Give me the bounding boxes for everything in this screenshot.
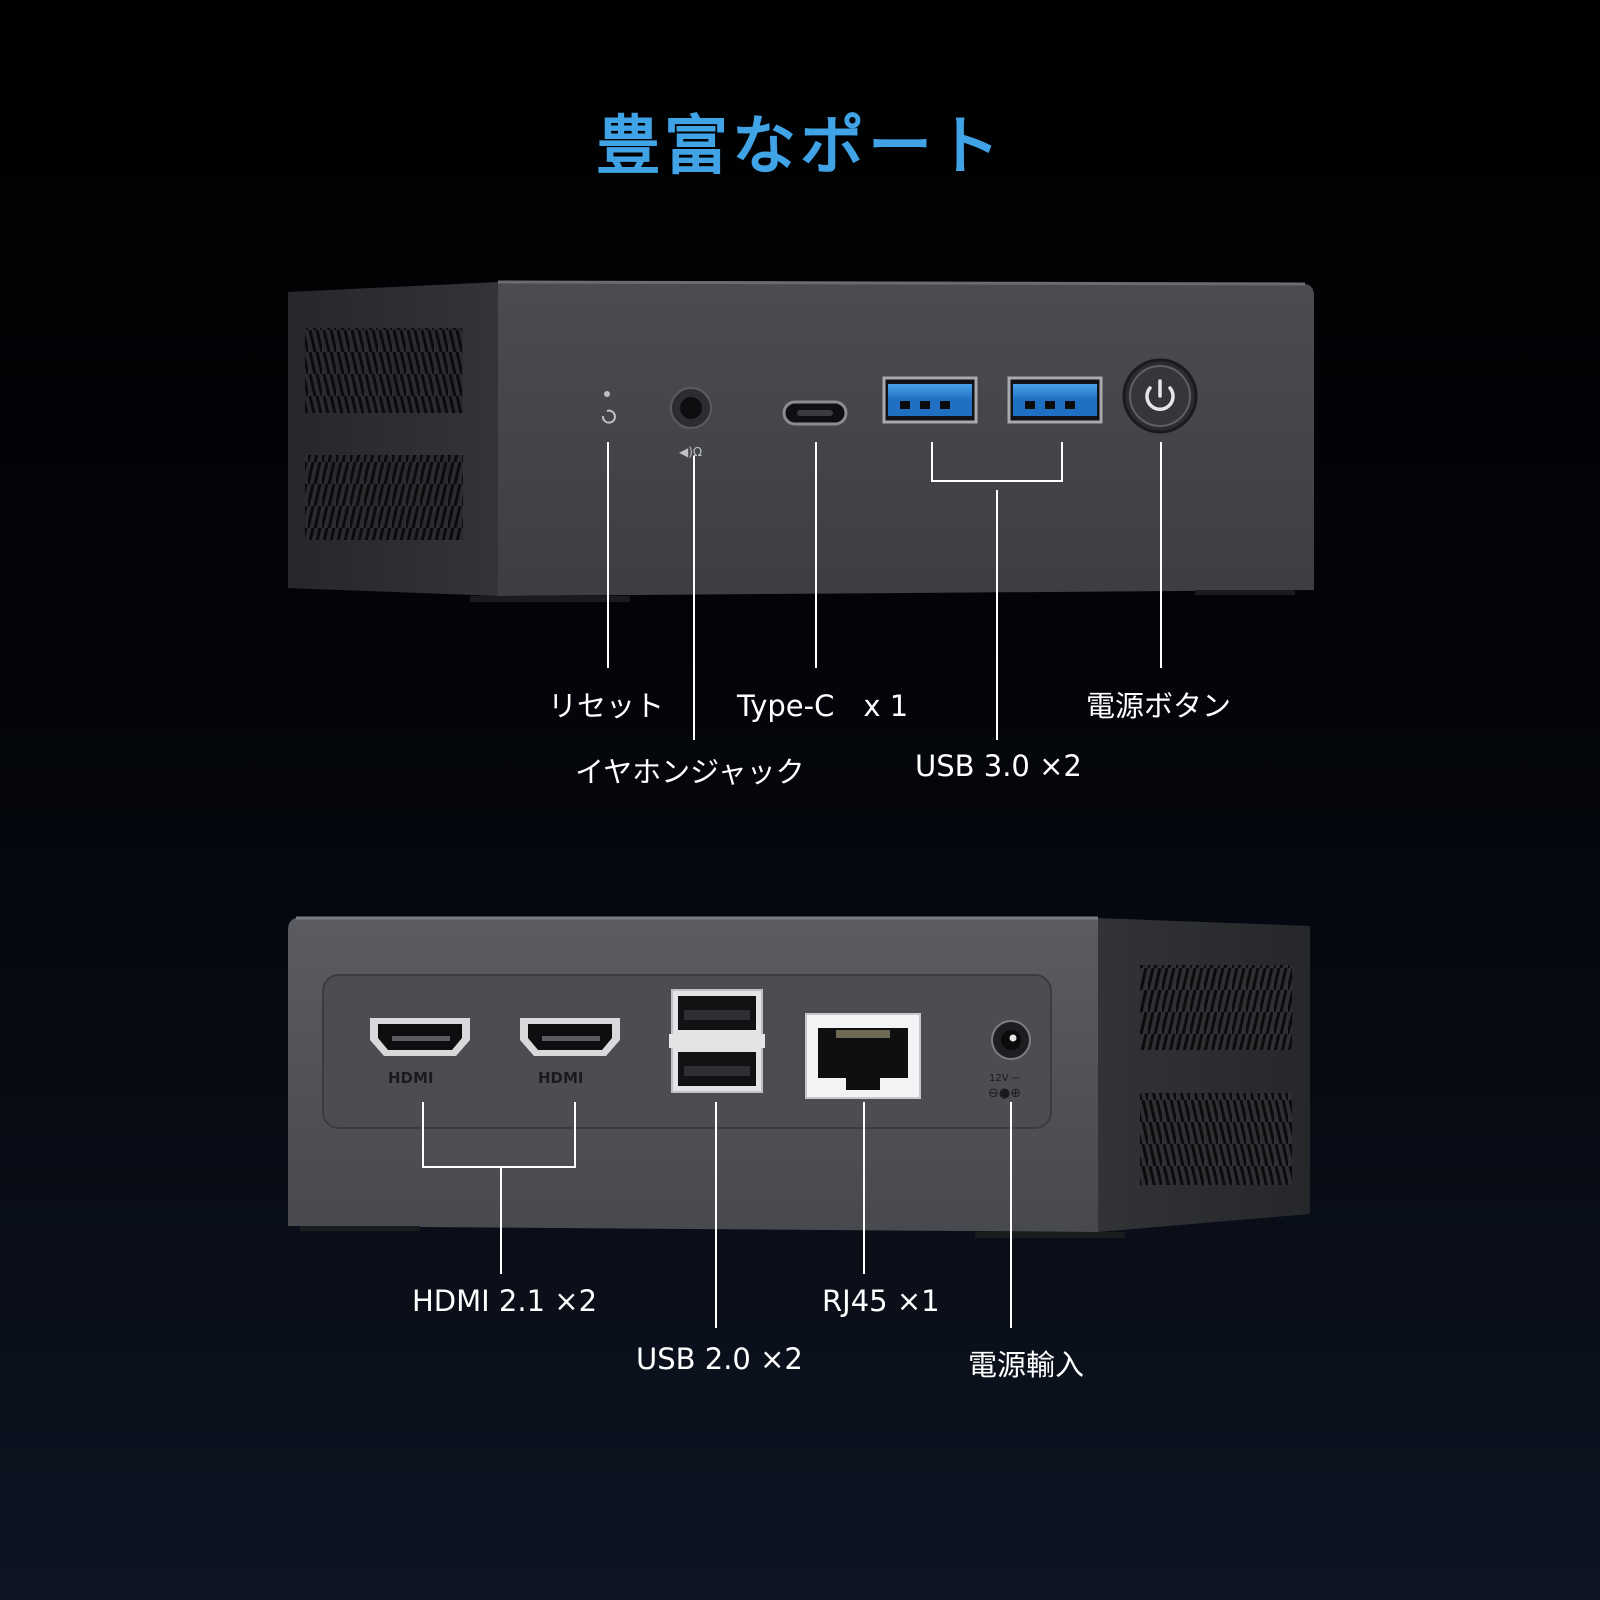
usb3-bracket-bottom <box>931 480 1063 482</box>
usb3-port-icon <box>1007 376 1103 424</box>
dc-jack-icon: 12V ⎓ ⊖●⊕ <box>988 1020 1031 1101</box>
usb3-bracket-left <box>931 442 933 482</box>
usb2-port-icon <box>669 989 765 1093</box>
usb3-bracket-right <box>1061 442 1063 482</box>
reset-icon <box>601 391 616 424</box>
reset-label: リセット <box>548 689 665 723</box>
hdmi-logo: HDMI <box>388 1069 434 1087</box>
hdmi-callout-line <box>500 1168 502 1274</box>
usb3-label: USB 3.0 ×2 <box>915 749 1082 783</box>
rj45-label: RJ45 ×1 <box>822 1284 940 1318</box>
hdmi-bracket-bottom <box>422 1166 576 1168</box>
hdmi-bracket-left <box>422 1102 424 1168</box>
reset-callout-line <box>607 442 609 668</box>
rj45-callout-line <box>863 1102 865 1274</box>
power-icon <box>1122 358 1198 434</box>
vent-grille-icon <box>1140 1093 1292 1185</box>
vent-grille-icon <box>1140 965 1292 1050</box>
rj45-port-icon <box>805 1013 921 1099</box>
earphone-jack-label: イヤホンジャック <box>575 755 805 789</box>
power-callout-line <box>1160 442 1162 668</box>
page-title: 豊富なポート <box>596 110 1004 184</box>
usb3-port-icon <box>882 376 978 424</box>
type-c-label: Type-C x 1 <box>737 689 909 723</box>
svg-text:◀)Ω: ◀)Ω <box>679 445 702 459</box>
vent-grille-icon <box>305 328 463 413</box>
type-c-callout-line <box>815 442 817 668</box>
usb-c-port-icon <box>782 400 848 426</box>
hdmi-port-icon <box>520 1018 620 1056</box>
power-input-callout-line <box>1010 1102 1012 1328</box>
earphone-callout-line <box>693 456 695 740</box>
svg-text:12V ⎓: 12V ⎓ <box>989 1073 1020 1084</box>
power-input-label: 電源輸入 <box>968 1348 1085 1382</box>
svg-text:⊖●⊕: ⊖●⊕ <box>988 1086 1021 1101</box>
audio-jack-icon: ◀)Ω <box>670 387 712 459</box>
hdmi-port-icon <box>370 1018 470 1056</box>
usb2-callout-line <box>715 1102 717 1328</box>
usb3-callout-line <box>996 490 998 740</box>
hdmi-logo: HDMI <box>538 1069 584 1087</box>
vent-grille-icon <box>305 455 463 540</box>
usb2-label: USB 2.0 ×2 <box>636 1342 803 1376</box>
power-button-label: 電源ボタン <box>1086 689 1232 723</box>
hdmi-bracket-right <box>574 1102 576 1168</box>
hdmi-label: HDMI 2.1 ×2 <box>412 1284 598 1318</box>
